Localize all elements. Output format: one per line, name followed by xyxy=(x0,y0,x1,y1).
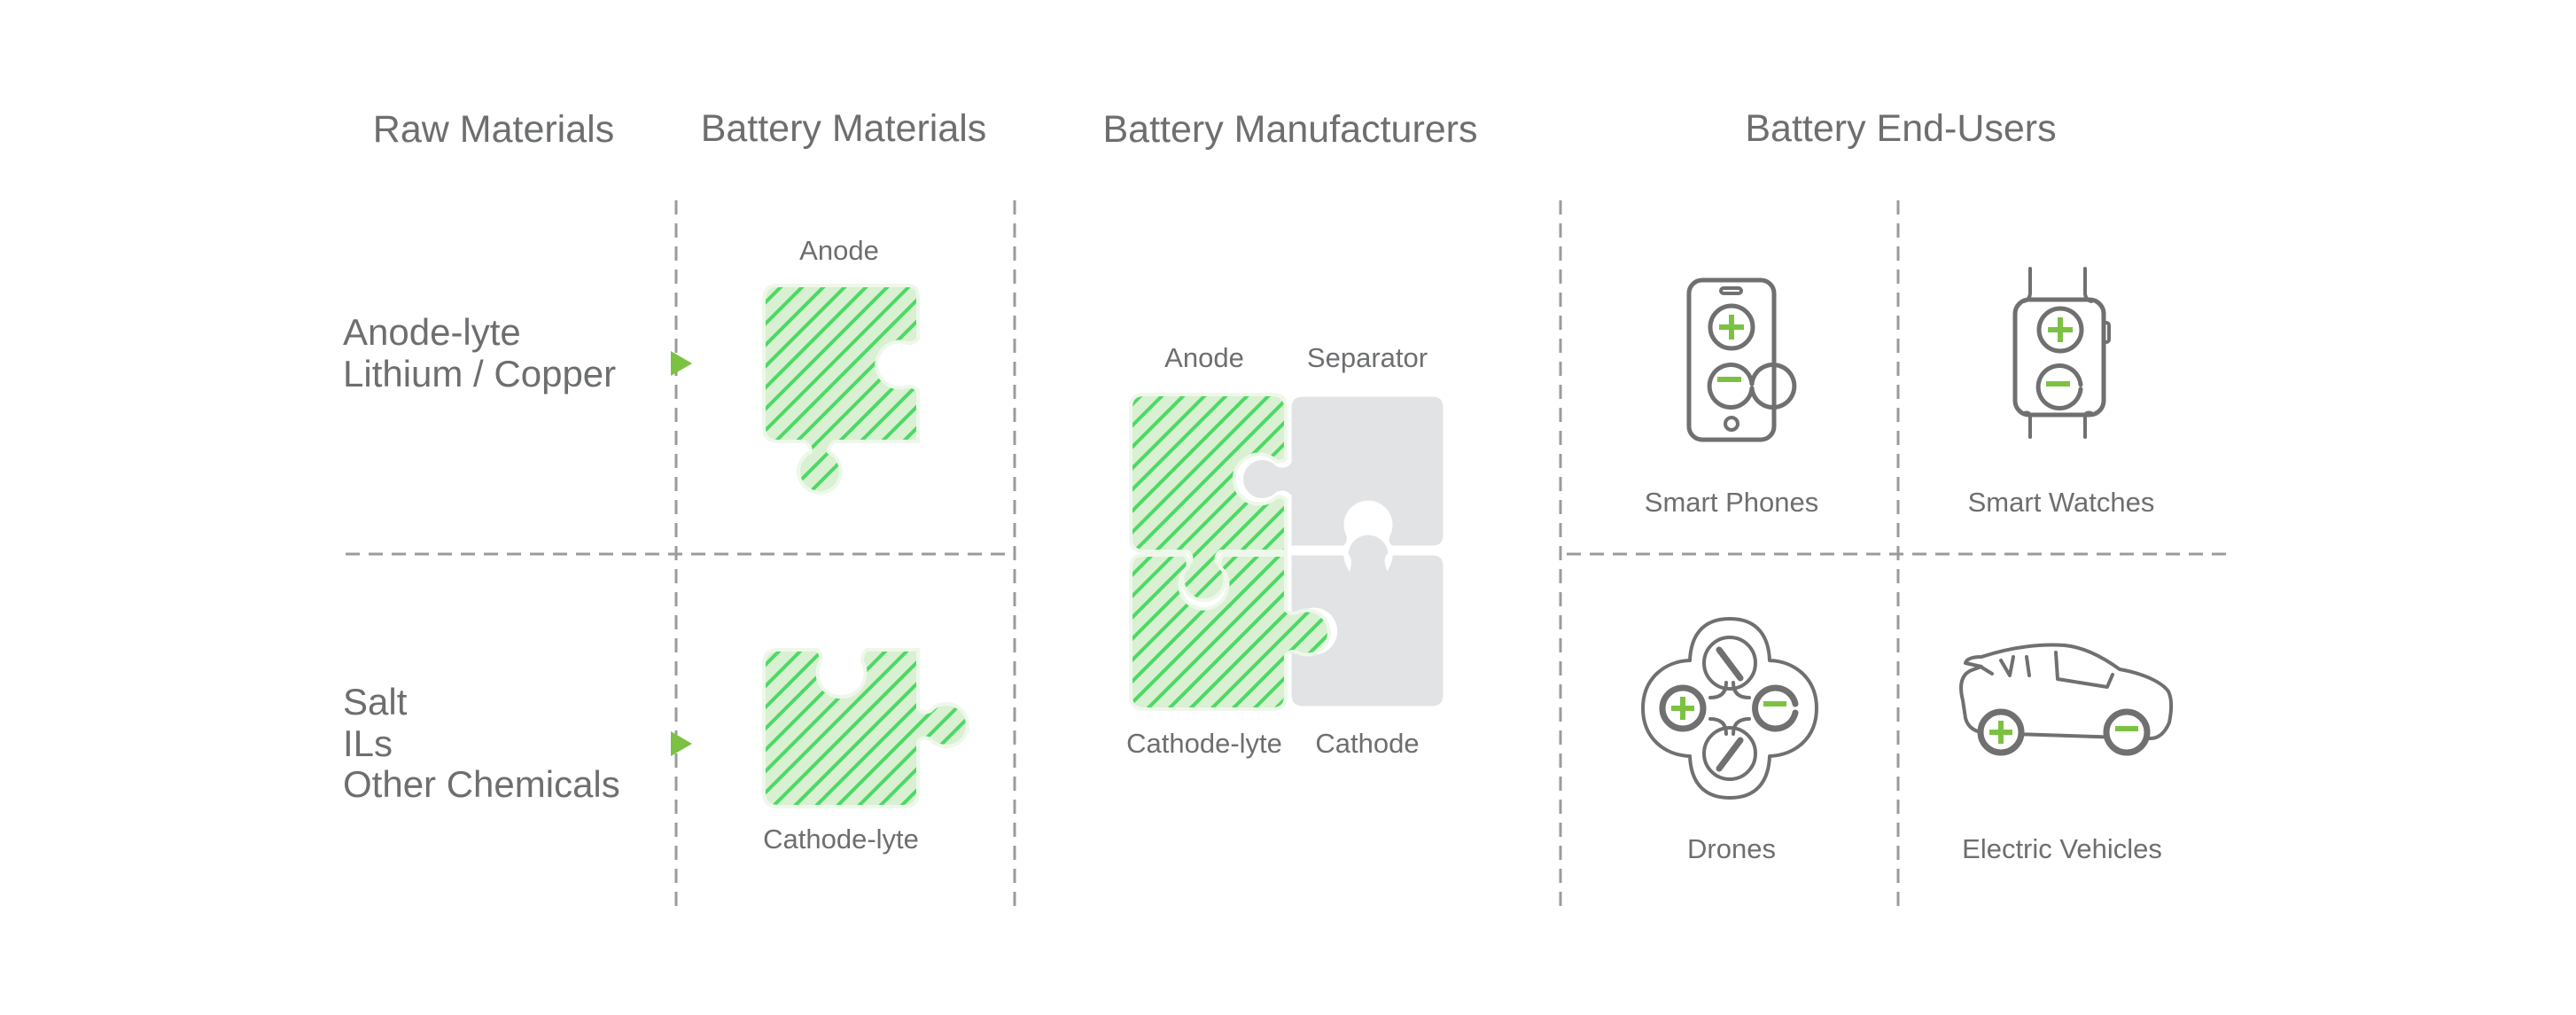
assembled-battery-puzzle xyxy=(1129,392,1448,711)
smart-watch-icon xyxy=(2012,267,2111,439)
anode-puzzle-piece-icon xyxy=(762,284,920,495)
raw-materials-bottom-line-1: Salt xyxy=(343,681,408,722)
electric-vehicle-icon xyxy=(1959,643,2174,756)
header-battery-materials: Battery Materials xyxy=(701,107,987,150)
cathode-lyte-assembled-piece-icon xyxy=(1129,553,1331,711)
smart-phone-icon xyxy=(1686,277,1797,442)
raw-materials-top-line-2: Lithium / Copper xyxy=(343,353,616,394)
battery-materials-cathode-lyte-label: Cathode-lyte xyxy=(763,824,919,855)
header-battery-manufacturers: Battery Manufacturers xyxy=(1102,108,1477,151)
drone-icon xyxy=(1641,617,1818,800)
smart-phones-label: Smart Phones xyxy=(1645,487,1818,518)
arrow-right-icon xyxy=(671,731,692,756)
drones-label: Drones xyxy=(1687,833,1776,864)
raw-materials-bottom-line-3: Other Chemicals xyxy=(343,763,620,805)
raw-materials-top-line-1: Anode-lyte xyxy=(343,311,521,353)
battery-materials-anode-label: Anode xyxy=(799,235,879,266)
header-battery-end-users: Battery End-Users xyxy=(1745,107,2056,150)
cathode-lyte-puzzle-piece-icon xyxy=(762,648,969,808)
arrow-right-icon xyxy=(671,351,692,376)
grid-dividers xyxy=(346,200,2230,906)
manufacturer-anode-label: Anode xyxy=(1164,342,1244,373)
raw-materials-bottom-line-2: ILs xyxy=(343,722,393,764)
smart-watches-label: Smart Watches xyxy=(1968,487,2155,518)
manufacturer-cathode-label: Cathode xyxy=(1315,728,1419,759)
electric-vehicles-label: Electric Vehicles xyxy=(1962,833,2162,864)
manufacturer-cathode-lyte-label: Cathode-lyte xyxy=(1126,728,1282,759)
manufacturer-separator-label: Separator xyxy=(1307,342,1428,373)
header-raw-materials: Raw Materials xyxy=(373,108,614,151)
cathode-puzzle-piece-icon xyxy=(1287,530,1448,711)
anode-assembled-piece-icon xyxy=(1129,393,1288,603)
